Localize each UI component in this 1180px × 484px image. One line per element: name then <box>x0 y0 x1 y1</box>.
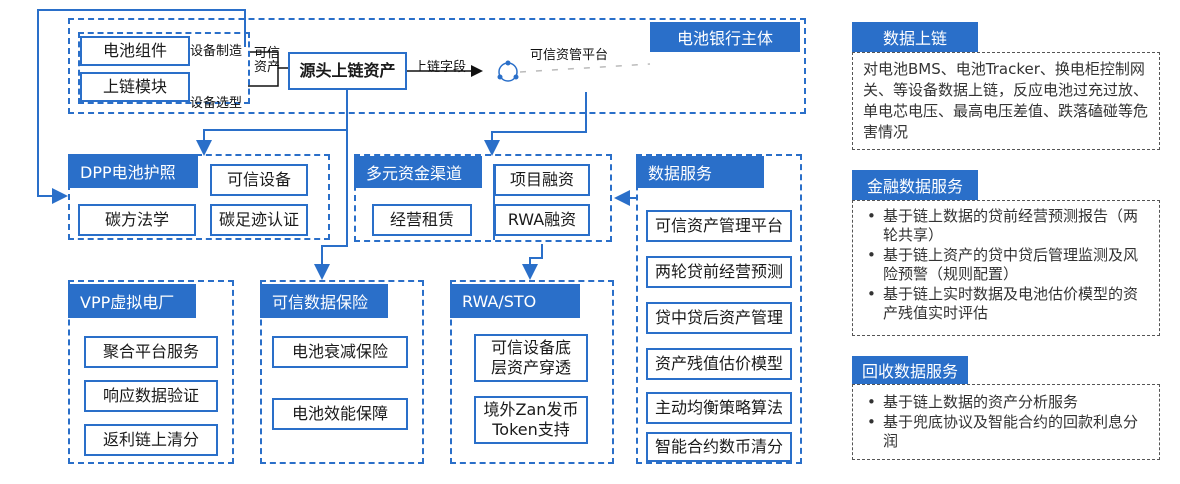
chain-module-box[interactable]: 上链模块 <box>80 72 190 102</box>
trusted-device-box[interactable]: 可信设备 <box>210 164 308 196</box>
vpp-header: VPP虚拟电厂 <box>68 284 196 318</box>
vpp-item-3[interactable]: 返利链上清分 <box>84 424 218 456</box>
trusted-asset-platform-label: 可信资管平台 <box>530 48 609 63</box>
data-service-item-1[interactable]: 可信资产管理平台 <box>646 210 792 242</box>
rwa-region <box>450 280 614 464</box>
finance-list-box: 基于链上数据的贷前经营预测报告（两轮共享） 基于链上资产的贷中贷后管理监测及风险… <box>852 200 1160 336</box>
trusted-asset-label-2: 资产 <box>254 60 281 75</box>
data-service-item-4[interactable]: 资产残值估价模型 <box>646 348 792 380</box>
funding-region <box>354 154 612 242</box>
rwa-item-1-line2: 层资产穿透 <box>490 358 571 377</box>
project-financing-box[interactable]: 项目融资 <box>494 164 590 196</box>
insurance-header: 可信数据保险 <box>260 284 388 318</box>
recycle-header: 回收数据服务 <box>852 356 968 384</box>
rwa-header: RWA/STO <box>450 284 580 318</box>
rwa-item-2-line1: 境外Zan发币 <box>483 400 579 419</box>
trusted-asset-label-1: 可信 <box>254 46 281 61</box>
component-group <box>78 32 250 104</box>
data-service-item-3[interactable]: 贷中贷后资产管理 <box>646 302 792 334</box>
data-service-item-2[interactable]: 两轮贷前经营预测 <box>646 256 792 288</box>
finance-item-1: 基于链上数据的贷前经营预测报告（两轮共享） <box>853 207 1149 245</box>
rwa-item-1[interactable]: 可信设备底 层资产穿透 <box>474 334 588 382</box>
data-chain-header: 数据上链 <box>852 22 978 52</box>
rwa-financing-box[interactable]: RWA融资 <box>494 204 590 236</box>
data-service-header: 数据服务 <box>636 156 764 188</box>
blockchain-icon <box>497 60 519 82</box>
carbon-footprint-box[interactable]: 碳足迹认证 <box>210 204 308 236</box>
top-region <box>68 18 806 114</box>
device-selection-label: 设备选型 <box>190 96 243 111</box>
dpp-header: DPP电池护照 <box>68 154 198 188</box>
leasing-box[interactable]: 经营租赁 <box>372 204 472 236</box>
rwa-item-1-line1: 可信设备底 <box>490 338 571 357</box>
dpp-region <box>68 154 330 240</box>
battery-bank-entity-badge: 电池银行主体 <box>650 22 800 52</box>
device-manufacturing-label: 设备制造 <box>190 44 243 59</box>
vpp-item-1[interactable]: 聚合平台服务 <box>84 336 218 368</box>
data-chain-text: 对电池BMS、电池Tracker、换电柜控制网关、等设备数据上链，反应电池过充过… <box>852 52 1160 150</box>
data-service-item-5[interactable]: 主动均衡策略算法 <box>646 392 792 424</box>
source-chain-asset-box[interactable]: 源头上链资产 <box>288 52 407 90</box>
recycle-list-box: 基于链上数据的资产分析服务 基于兜底协议及智能合约的回款利息分润 <box>852 384 1160 460</box>
rwa-item-2-line2: Token支持 <box>492 420 570 439</box>
insurance-item-2[interactable]: 电池效能保障 <box>272 398 408 430</box>
data-service-item-6[interactable]: 智能合约数币清分 <box>646 432 792 462</box>
insurance-region <box>260 280 424 464</box>
finance-header: 金融数据服务 <box>852 170 978 200</box>
recycle-item-2: 基于兜底协议及智能合约的回款利息分润 <box>853 413 1149 451</box>
rwa-item-2[interactable]: 境外Zan发币 Token支持 <box>474 396 588 444</box>
battery-component-box[interactable]: 电池组件 <box>80 36 190 66</box>
insurance-item-1[interactable]: 电池衰减保险 <box>272 336 408 368</box>
vpp-region <box>68 280 234 464</box>
carbon-method-box[interactable]: 碳方法学 <box>78 204 196 236</box>
chain-field-label: 上链字段 <box>414 60 467 75</box>
funding-header: 多元资金渠道 <box>354 156 482 188</box>
recycle-item-1: 基于链上数据的资产分析服务 <box>853 393 1149 412</box>
vpp-item-2[interactable]: 响应数据验证 <box>84 380 218 412</box>
finance-item-2: 基于链上资产的贷中贷后管理监测及风险预警（规则配置） <box>853 246 1149 284</box>
data-service-region <box>636 154 802 464</box>
finance-item-3: 基于链上实时数据及电池估价模型的资产残值实时评估 <box>853 285 1149 323</box>
